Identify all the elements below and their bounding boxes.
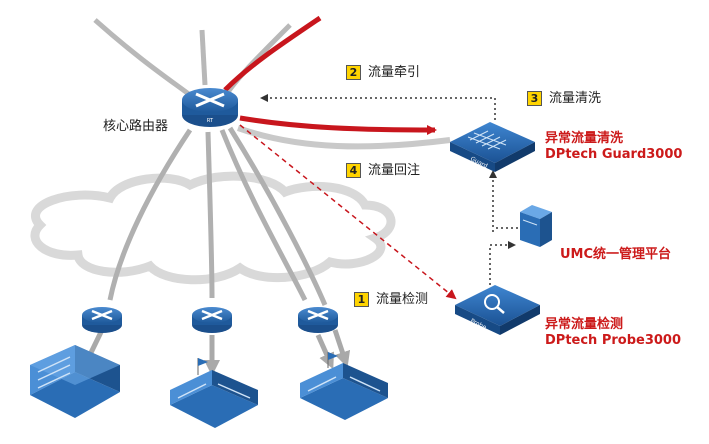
core-router-icon: RT — [182, 88, 238, 127]
probe-device-icon: Probe — [455, 285, 540, 335]
step-2-text: 流量牵引 — [368, 65, 421, 80]
factory-building-icon — [300, 352, 388, 420]
step-2-label: 2 流量牵引 — [346, 65, 420, 80]
step-1-number: 1 — [354, 292, 369, 307]
umc-title: UMC统一管理平台 — [560, 247, 672, 262]
step-1-label: 1 流量检测 — [354, 292, 428, 307]
network-cloud — [30, 171, 396, 285]
step-1-text: 流量检测 — [376, 292, 429, 307]
probe-title: 异常流量检测 — [545, 317, 624, 332]
step-3-label: 3 流量清洗 — [527, 91, 601, 106]
factory-building-icon — [170, 358, 258, 428]
step-3-text: 流量清洗 — [549, 91, 602, 106]
step-4-number: 4 — [346, 163, 361, 178]
office-building-icon — [30, 345, 120, 418]
guard-title: 异常流量清洗 — [545, 131, 624, 146]
umc-server-icon — [520, 205, 552, 247]
edge-router-icon — [298, 307, 338, 333]
edge-router-icon — [82, 307, 122, 333]
step-4-label: 4 流量回注 — [346, 163, 420, 178]
core-router-label: 核心路由器 — [103, 119, 169, 134]
edge-router-icon — [192, 307, 232, 333]
guard-model: DPtech Guard3000 — [545, 147, 683, 162]
step-2-number: 2 — [346, 65, 361, 80]
router-tag: RT — [207, 118, 214, 124]
guard-device-icon: Guard — [450, 122, 535, 172]
probe-model: DPtech Probe3000 — [545, 333, 682, 348]
step-3-number: 3 — [527, 91, 542, 106]
step-4-text: 流量回注 — [368, 163, 421, 178]
